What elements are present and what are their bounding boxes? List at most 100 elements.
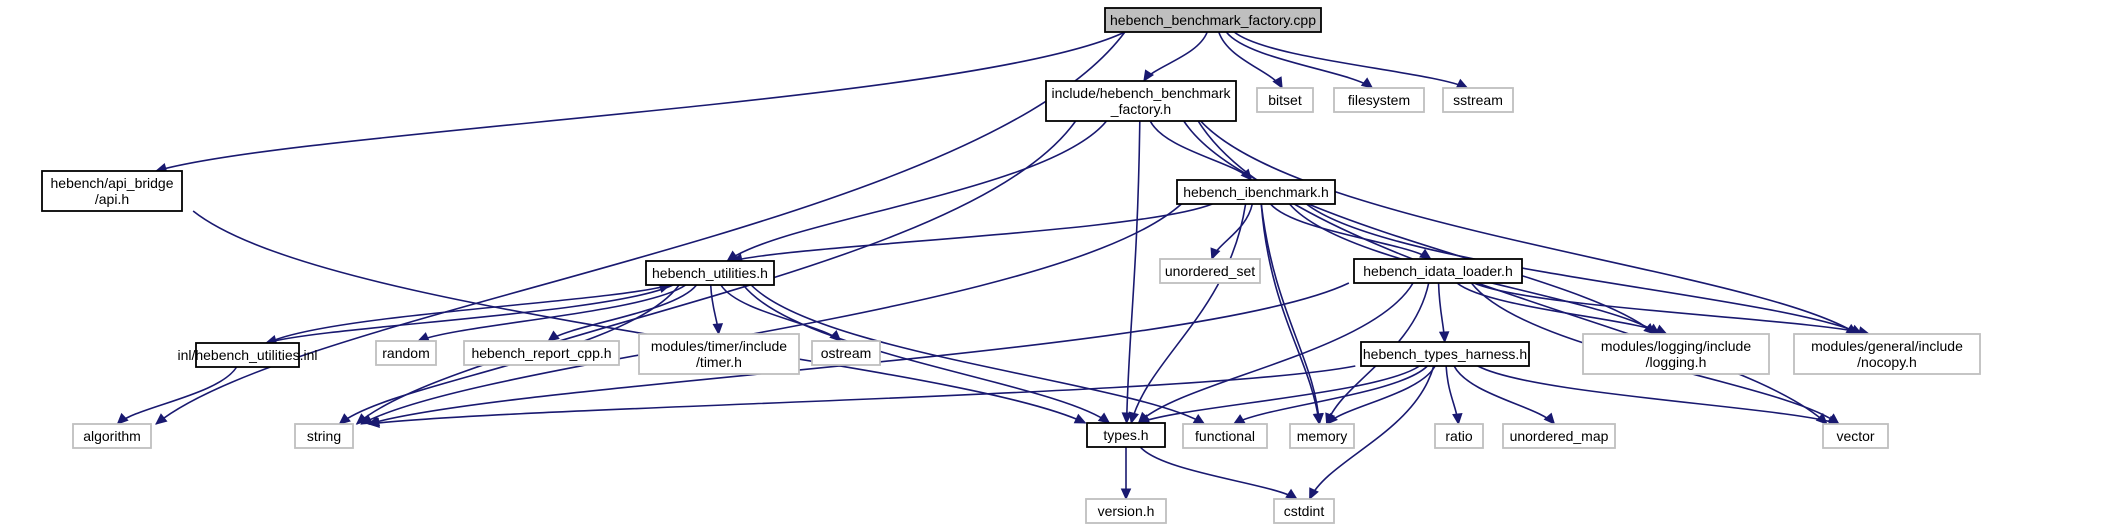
node-label: modules/logging/include [1601,338,1751,354]
edge-arrowhead-root-to-filesystem [1360,77,1374,89]
node-memory[interactable]: memory [1289,423,1355,449]
node-ostream[interactable]: ostream [811,340,881,366]
node-types-harness[interactable]: hebench_types_harness.h [1360,341,1530,367]
node-box [1793,333,1981,375]
node-label: unordered_set [1165,263,1255,279]
edge-arrowhead-idata_loader-to-logging [1654,324,1668,335]
node-box [1582,333,1770,375]
node-unordered-set[interactable]: unordered_set [1159,258,1261,284]
node-label: hebench_idata_loader.h [1363,263,1512,279]
node-box [72,423,152,449]
edge-inc_factory-to-logging [1183,120,1656,335]
node-label: hebench_types_harness.h [1363,346,1527,362]
node-types[interactable]: types.h [1086,422,1166,448]
node-box [645,260,775,286]
node-box [1256,87,1314,113]
node-label: /timer.h [696,354,742,370]
node-label: ratio [1445,428,1472,444]
node-string[interactable]: string [294,423,354,449]
node-cstdint[interactable]: cstdint [1273,498,1335,524]
node-box [1159,258,1261,284]
node-box [1182,423,1268,449]
nodes-layer: hebench_benchmark_factory.cpp include/heb… [41,7,1981,524]
node-utilities[interactable]: hebench_utilities.h [645,260,775,286]
edge-utilities-to-functional [750,284,1205,425]
node-timer[interactable]: modules/timer/include/timer.h [638,333,800,375]
edge-idata_loader-to-logging [1456,282,1667,335]
node-nocopy[interactable]: modules/general/include/nocopy.h [1793,333,1981,375]
edge-types_harness-to-memory [1326,365,1436,425]
edge-types-to-cstdint [1139,446,1298,500]
node-report-cpp[interactable]: hebench_report_cpp.h [463,340,620,366]
edge-arrowhead-types_harness-to-ratio [1452,413,1463,426]
node-inc-factory[interactable]: include/hebench_benchmark_factory.h [1045,80,1237,122]
node-label: /nocopy.h [1857,354,1917,370]
edge-arrowhead-inc_factory-to-vector [1815,412,1828,425]
edge-ibenchmark-to-string [360,203,1182,425]
node-box [1442,87,1514,113]
node-label: algorithm [83,428,141,444]
node-box [41,170,183,212]
edge-root-to-inc_factory [1143,31,1208,82]
node-label: hebench_benchmark_factory.cpp [1110,12,1316,28]
edge-types_harness-to-string [368,365,1356,425]
edge-arrowhead-ibenchmark-to-types [1128,411,1139,425]
edge-arrowhead-ibenchmark-to-string [360,414,374,425]
node-functional[interactable]: functional [1182,423,1268,449]
edge-inc_factory-to-nocopy [1200,120,1858,335]
edge-arrowhead-types-to-version [1120,488,1132,501]
edge-root-to-sstream [1233,31,1468,89]
node-box [294,423,354,449]
edge-arrowhead-utilities-to-random [417,332,430,342]
node-label: modules/timer/include [651,338,787,354]
node-label: functional [1195,428,1255,444]
edge-arrowhead-inc_factory-to-types [1121,412,1133,425]
node-ratio[interactable]: ratio [1434,423,1484,449]
node-logging[interactable]: modules/logging/include/logging.h [1582,333,1770,375]
node-box [1104,7,1322,33]
node-algorithm[interactable]: algorithm [72,423,152,449]
edge-arrowhead-utilities-to-timer [712,323,724,336]
edge-arrowhead-api_bridge-to-types [1073,413,1087,424]
node-box [1289,423,1355,449]
node-label: memory [1297,428,1348,444]
node-label: include/hebench_benchmark [1051,85,1231,101]
edge-utilities-to-report_cpp [547,284,698,342]
node-box [638,333,800,375]
edge-arrowhead-ibenchmark-to-idata_loader [1419,248,1432,260]
node-version[interactable]: version.h [1085,498,1167,524]
edge-ibenchmark-to-utilities [731,203,1213,262]
edge-ibenchmark-to-memory [1260,203,1321,425]
edge-arrowhead-root-to-bitset [1272,76,1283,90]
edge-arrowhead-ibenchmark-to-unordered_set [1210,247,1221,261]
edge-arrowhead-utilities-to-report_cpp [547,330,560,342]
node-sstream[interactable]: sstream [1442,87,1514,113]
node-label: version.h [1098,503,1155,519]
node-root: hebench_benchmark_factory.cpp [1104,7,1322,33]
edge-arrowhead-types_harness-to-memory [1326,412,1338,425]
node-label: random [382,345,429,361]
node-vector[interactable]: vector [1822,423,1889,449]
edge-inc_factory-to-utilities [726,120,1108,262]
node-ibenchmark[interactable]: hebench_ibenchmark.h [1176,179,1336,205]
node-label: hebench_report_cpp.h [471,345,611,361]
node-filesystem[interactable]: filesystem [1333,87,1425,113]
edge-types_harness-to-functional [1233,365,1428,425]
edge-arrowhead-utilities-to-string [338,413,351,425]
node-label: modules/general/include [1811,338,1963,354]
node-utilities-inl[interactable]: inl/hebench_utilities.inl [177,342,318,368]
edge-ibenchmark-to-idata_loader [1269,203,1432,260]
edge-ibenchmark-to-nocopy [1305,203,1863,335]
node-idata-loader[interactable]: hebench_idata_loader.h [1353,258,1523,284]
node-box [1086,422,1166,448]
edge-arrowhead-root-to-sstream [1455,78,1469,89]
edge-arrowhead-types-to-cstdint [1285,488,1298,500]
node-bitset[interactable]: bitset [1256,87,1314,113]
node-api-bridge[interactable]: hebench/api_bridge/api.h [41,170,183,212]
node-unordered-map[interactable]: unordered_map [1502,423,1616,449]
node-label: /api.h [95,191,129,207]
node-box [1822,423,1889,449]
node-box [463,340,620,366]
node-random[interactable]: random [375,340,437,366]
